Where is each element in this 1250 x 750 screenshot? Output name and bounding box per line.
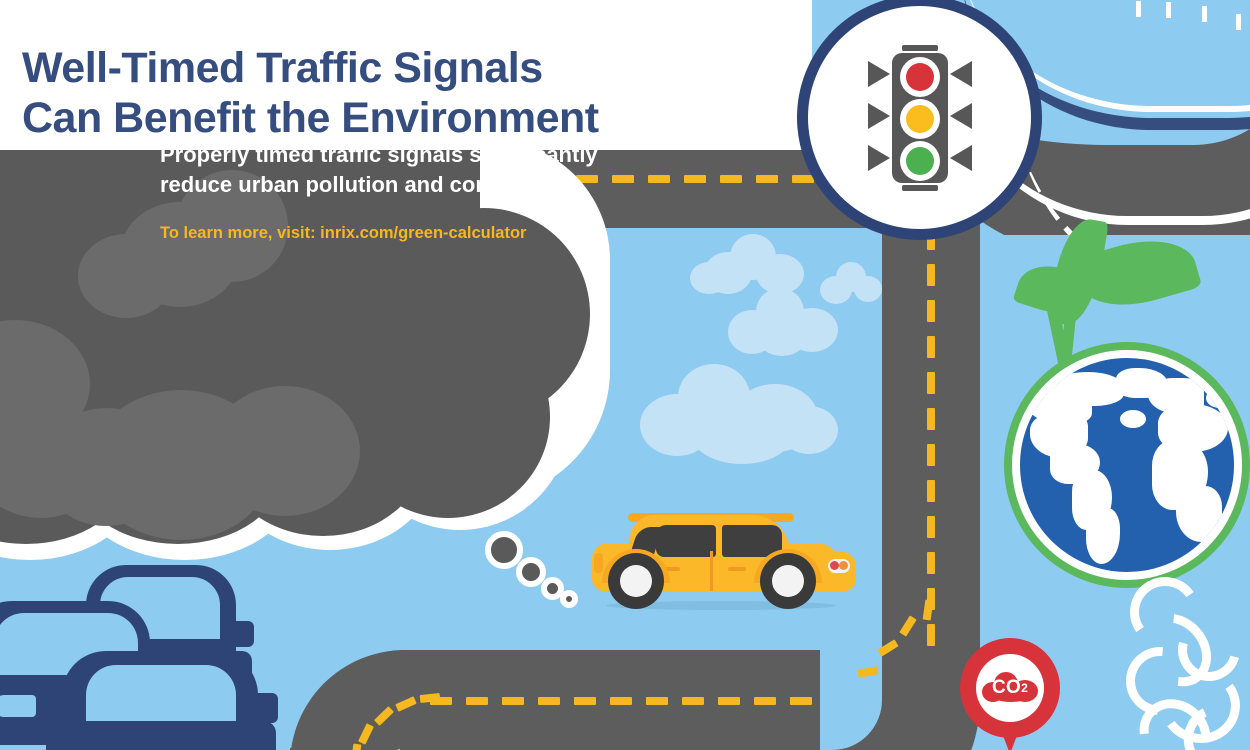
car-door-handle <box>728 567 746 571</box>
smoke-puff <box>516 557 546 587</box>
smoke-puff <box>560 590 578 608</box>
car-wheel <box>608 553 664 609</box>
traffic-light-icon <box>860 43 980 193</box>
smoke-puff <box>485 531 523 569</box>
car-side-marker <box>594 553 603 573</box>
message-cta-link[interactable]: To learn more, visit: inrix.com/green-ca… <box>160 224 527 242</box>
signal-visor-right <box>949 60 972 87</box>
traffic-light-badge[interactable] <box>797 0 1042 240</box>
signal-visor-left <box>867 60 890 87</box>
sky-cloud <box>812 262 882 304</box>
signal-red-lamp <box>899 56 940 97</box>
guardrail-post <box>1236 14 1241 30</box>
signal-top-cap <box>901 44 938 51</box>
signal-visor-right <box>949 144 972 171</box>
earth-globe-with-plant <box>1000 210 1250 610</box>
header-band <box>0 0 812 150</box>
sky-cloud <box>690 232 810 294</box>
car-window-front <box>656 525 716 557</box>
signal-visor-right <box>949 102 972 129</box>
yellow-car <box>592 505 856 610</box>
co2-cloud-icon <box>982 672 1038 702</box>
car-headlight <box>828 559 850 573</box>
road-dash-curve-right <box>852 599 972 720</box>
signal-yellow-lamp <box>899 98 940 139</box>
signal-visor-left <box>867 102 890 129</box>
globe-sphere <box>1012 350 1242 580</box>
road-dash-line-right <box>927 228 935 646</box>
steam-swirl <box>1112 571 1250 750</box>
pollution-smoke-cloud <box>0 140 700 610</box>
car-wheel <box>760 553 816 609</box>
sky-cloud <box>728 288 838 356</box>
road-corner-bottom-right <box>684 548 980 750</box>
page-title: Well-Timed Traffic Signals Can Benefit t… <box>22 43 599 143</box>
road-dash-curve-left <box>330 678 450 750</box>
road-left-stub <box>290 748 388 750</box>
guardrail-post <box>1136 1 1141 17</box>
guardrail-post <box>1202 6 1207 22</box>
guardrail-post <box>1166 2 1171 18</box>
signal-visor-left <box>867 144 890 171</box>
signal-bottom-cap <box>901 184 938 191</box>
signal-green-lamp <box>899 140 940 181</box>
smoke-puff <box>541 577 564 600</box>
traffic-jam-cars <box>0 565 320 750</box>
car-door-handle <box>662 567 680 571</box>
sky-cloud <box>640 346 840 468</box>
co2-text: CO <box>991 677 1022 698</box>
car-door-line <box>710 551 713 591</box>
car-shadow <box>606 601 836 610</box>
road-dash-line-bottom <box>430 697 830 705</box>
co2-subscript: 2 <box>1021 681 1029 695</box>
